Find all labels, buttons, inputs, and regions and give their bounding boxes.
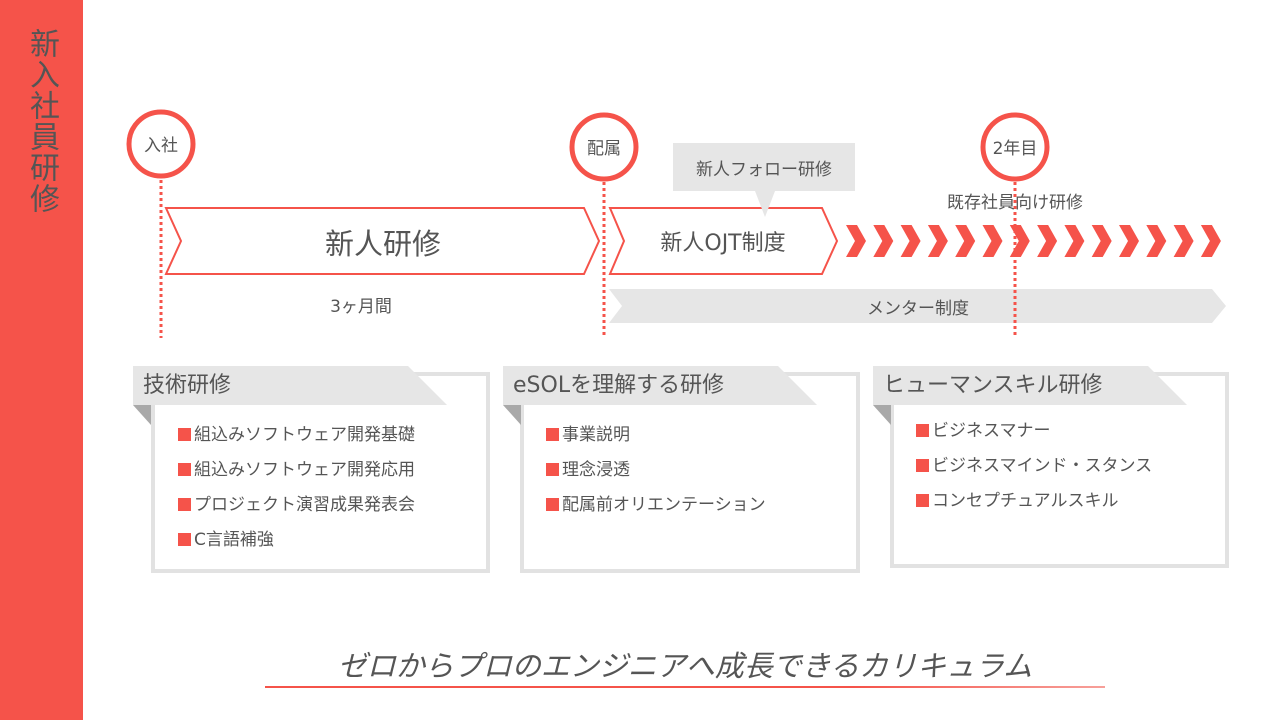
sidebar: 新入社員研修 (0, 0, 83, 720)
existing-training-label: 既存社員向け研修 (947, 193, 1083, 213)
chevron-arrow-icon (1173, 225, 1194, 257)
mentor-bar (609, 289, 1226, 323)
list-item: ビジネスマナー (916, 414, 1152, 449)
list-item: 理念浸透 (546, 453, 766, 488)
card-title: 技術研修 (133, 366, 447, 405)
list-item: 組込みソフトウェア開発応用 (178, 453, 415, 488)
follow-up-callout-label: 新人フォロー研修 (696, 160, 832, 180)
milestone-circle-join (126, 109, 196, 179)
milestone-year2-label: 2年目 (993, 139, 1038, 159)
follow-up-callout (673, 143, 855, 217)
chevron-arrow-icon (900, 225, 921, 257)
chevron-arrow-icon (927, 225, 948, 257)
list-item: 組込みソフトウェア開発基礎 (178, 418, 415, 453)
phase-new-hire-training-label: 新人研修 (325, 227, 441, 261)
phase-ojt-label: 新人OJT制度 (660, 231, 785, 256)
tagline-underline (265, 686, 1105, 688)
card-title: ヒューマンスキル研修 (873, 366, 1187, 405)
chevron-arrow-icon (1146, 225, 1167, 257)
chevron-arrow-icon (982, 225, 1003, 257)
list-item: C言語補強 (178, 523, 415, 558)
chevron-arrow-icon (1037, 225, 1058, 257)
chevron-arrow-icon (873, 225, 894, 257)
page-title: 新入社員研修 (24, 28, 59, 214)
chevron-arrow-icon (1119, 225, 1139, 257)
continuous-training-arrows (846, 225, 1221, 257)
milestone-circle-assign (569, 112, 639, 182)
card-fold (503, 405, 521, 425)
card-fold (133, 405, 151, 425)
card-fold (873, 405, 891, 425)
milestone-circle-year2 (980, 112, 1050, 182)
mentor-label: メンター制度 (867, 299, 969, 319)
duration-label: 3ヶ月間 (330, 297, 392, 317)
chevron-arrow-icon (1009, 225, 1030, 257)
milestone-assign-label: 配属 (587, 139, 621, 159)
tagline: ゼロからプロのエンジニアへ成長できるカリキュラム (337, 649, 1033, 683)
timeline: メンター制度 新人研修 3ヶ月間 新人OJT制度 新人フォロー研修 既存社員向け… (126, 109, 1226, 338)
list-item: 配属前オリエンテーション (546, 488, 766, 523)
chevron-arrow-icon (1064, 225, 1085, 257)
phase-ojt (608, 207, 839, 275)
list-item: 事業説明 (546, 418, 766, 453)
phase-new-hire-training (164, 207, 601, 275)
chevron-arrow-icon (1091, 225, 1112, 257)
chevron-arrow-icon (1200, 225, 1221, 257)
list-item: ビジネスマインド・スタンス (916, 449, 1152, 484)
milestone-join-label: 入社 (144, 136, 178, 156)
list-item: コンセプチュアルスキル (916, 484, 1152, 519)
chevron-arrow-icon (846, 225, 866, 257)
card-title: eSOLを理解する研修 (503, 366, 817, 405)
list-item: プロジェクト演習成果発表会 (178, 488, 415, 523)
chevron-arrow-icon (955, 225, 976, 257)
